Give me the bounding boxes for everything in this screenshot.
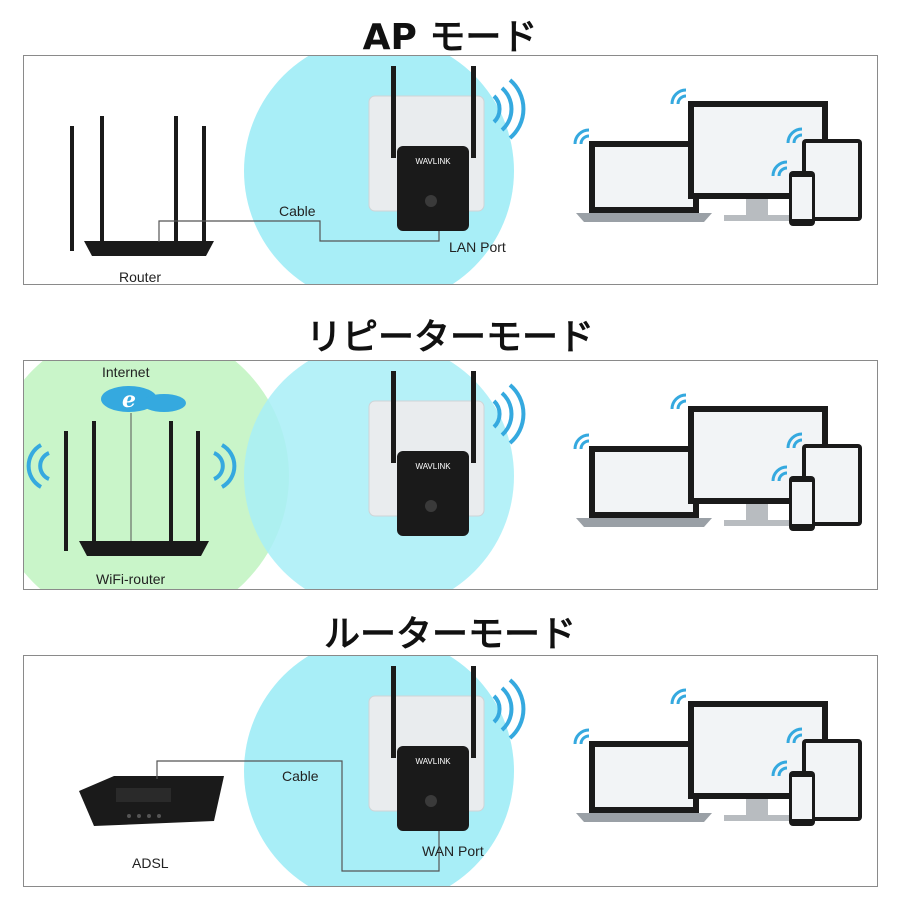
router-mode-diagram: ADSL Cable WAVLINK WAN Port	[79, 656, 862, 886]
cable-label: Cable	[279, 203, 316, 219]
mode-title-router: ルーターモード	[323, 614, 576, 655]
laptop-icon	[576, 141, 712, 222]
adsl-modem-icon	[79, 776, 224, 826]
client-wifi-signal-icon	[573, 688, 803, 777]
extender-icon: WAVLINK	[368, 371, 485, 536]
internet-label: Internet	[102, 364, 150, 380]
internet-cloud-icon: e	[101, 386, 186, 413]
port-label: WAN Port	[422, 843, 484, 859]
tablet-icon	[802, 739, 862, 821]
port-label: LAN Port	[449, 239, 506, 255]
mode-title-repeater: リピーターモード	[305, 317, 594, 358]
extender-brand: WAVLINK	[415, 157, 451, 166]
panel-ap-mode: Router Cable WAVLINK LAN Port	[23, 55, 878, 285]
left-device-label: ADSL	[132, 855, 169, 871]
laptop-icon	[576, 741, 712, 822]
laptop-icon	[576, 446, 712, 527]
panel-repeater-mode: e Internet WiFi-router WAVLINK	[23, 360, 878, 590]
router-coverage-area	[24, 361, 289, 589]
mode-title-ap: AP モード	[362, 17, 538, 58]
internet-glyph: e	[122, 387, 136, 413]
repeater-mode-diagram: e Internet WiFi-router WAVLINK	[24, 361, 862, 589]
phone-icon	[789, 476, 815, 531]
extender-icon: WAVLINK	[368, 666, 485, 831]
cable-label: Cable	[282, 768, 319, 784]
router-icon	[70, 116, 214, 256]
left-device-label: Router	[119, 269, 161, 285]
cable-line	[156, 760, 440, 872]
phone-icon	[789, 771, 815, 826]
extender-icon: WAVLINK	[368, 66, 485, 231]
left-device-label: WiFi-router	[96, 571, 166, 587]
extender-brand: WAVLINK	[415, 462, 451, 471]
phone-icon	[789, 171, 815, 226]
wifi-signal-icon	[492, 678, 526, 740]
panel-router-mode: ADSL Cable WAVLINK WAN Port	[23, 655, 878, 887]
ap-mode-diagram: Router Cable WAVLINK LAN Port	[70, 56, 862, 285]
tablet-icon	[802, 139, 862, 221]
router-wifi-signal-icon	[26, 443, 237, 489]
wifi-signal-icon	[492, 78, 526, 140]
client-wifi-signal-icon	[573, 393, 803, 482]
cable-line	[158, 220, 440, 242]
router-icon	[64, 421, 209, 556]
wifi-signal-icon	[492, 383, 526, 445]
client-wifi-signal-icon	[573, 88, 803, 177]
extender-brand: WAVLINK	[415, 757, 451, 766]
